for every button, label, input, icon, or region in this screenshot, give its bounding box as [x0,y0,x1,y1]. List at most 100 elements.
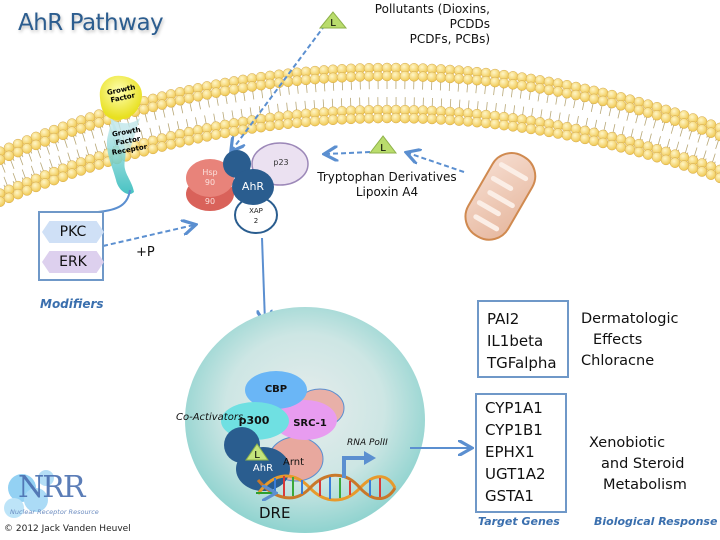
lipid-head [516,80,528,91]
dermatologic-genes-box: PAI2 IL1beta TGFalpha [477,300,569,378]
gene-item: TGFalpha [487,354,557,372]
pollutant-ligand-symbol: L [330,18,336,29]
lipid-head [282,118,294,129]
lipid-head [210,87,222,98]
nrr-logo [4,470,54,518]
target-genes-label: Target Genes [478,515,560,528]
lipid-head [552,86,564,97]
lipid-head [678,118,690,129]
lipid-head [30,181,42,193]
lipid-head [354,71,366,82]
lipid-head [390,70,402,82]
lipid-head [372,70,384,82]
logo-name: Nuclear Receptor Resource [10,508,99,516]
lipid-head [210,129,222,140]
cbp-label: CBP [264,384,288,395]
lipid-head [192,91,204,102]
lipid-head [534,125,546,136]
erk-kinase: ERK [42,251,104,273]
lipid-head [669,157,681,168]
lipid-head [543,84,555,96]
lipid-head [597,137,609,149]
lipid-head [444,114,456,126]
src1-label: SRC-1 [293,418,327,429]
lipid-head [336,72,348,83]
lipid-head [165,139,177,150]
lipid-head [75,123,87,134]
lipid-head [327,114,339,126]
lipid-head [561,129,573,141]
svg-text:L: L [254,450,260,461]
lipid-head [714,130,720,142]
lipid-head [39,136,51,147]
p300-label: p300 [238,414,270,427]
dna-helix [256,473,397,502]
dre-label: DRE [259,504,291,522]
pollutants-label: Pollutants (Dioxins, PCDDs PCDFs, PCBs) [374,2,490,46]
lipid-head [660,154,672,166]
lipid-head [291,75,303,87]
lipid-head [309,73,321,85]
lipid-head [453,73,465,84]
logo-acronym: NRR [18,470,85,505]
lipid-head [480,75,492,87]
pollutant-ligand: L [232,11,348,150]
lipid-head [0,196,6,207]
lipid-head [390,112,402,124]
lipid-head [588,135,600,147]
arnt-label: Arnt [283,457,305,468]
lipid-head [417,71,429,82]
lipid-head [516,122,528,133]
lipid-head [471,116,483,128]
lipid-head [633,104,645,116]
lipid-head [300,116,312,128]
lipid-head [507,121,519,132]
metabolism-response: Xenobiotic and Steroid Metabolism [589,435,687,493]
lipid-head [93,159,105,170]
lipid-head [255,79,267,91]
gene-item: CYP1A1 [485,399,543,417]
lipid-head [192,133,204,144]
lipid-head [48,174,60,186]
lipid-head [291,117,303,129]
lipid-head [75,165,87,176]
xap2-label: XAP 2 [249,207,263,225]
lipid-head [426,113,438,125]
lipid-head [3,150,15,162]
lipid-head [147,101,159,113]
lipid-head [534,83,546,94]
lipid-head [714,172,720,184]
lipid-head [174,95,186,106]
lipid-head [507,79,519,90]
phosphorylation-label: +P [136,245,155,260]
lipid-head [48,132,60,144]
lipid-head [264,120,276,132]
hsp90-second-label: 90 [204,197,216,206]
endogenous-ligand: L [326,135,465,173]
lipid-head [381,112,393,124]
lipid-head [498,119,510,131]
gene-item: PAI2 [487,310,520,328]
lipid-head [615,142,627,153]
lipid-head [21,143,33,154]
lipid-head [624,144,636,155]
cell-membrane [0,62,720,207]
lipid-head [489,118,501,130]
lipid-head [525,81,537,93]
lipid-head [345,71,357,83]
lipid-head [183,134,195,146]
lipid-head [174,137,186,148]
transcription-start-arrow [342,456,366,478]
gene-item: CYP1B1 [485,421,543,439]
lipid-head [327,72,339,84]
lipid-head [363,112,375,124]
lipid-head [570,131,582,143]
lipid-head [480,117,492,129]
lipid-head [453,115,465,126]
lipid-head [66,168,78,179]
lipid-head [543,126,555,138]
lipid-head [138,104,150,115]
lipid-head [408,71,420,82]
lipid-head [525,123,537,135]
lipid-head [21,185,33,196]
